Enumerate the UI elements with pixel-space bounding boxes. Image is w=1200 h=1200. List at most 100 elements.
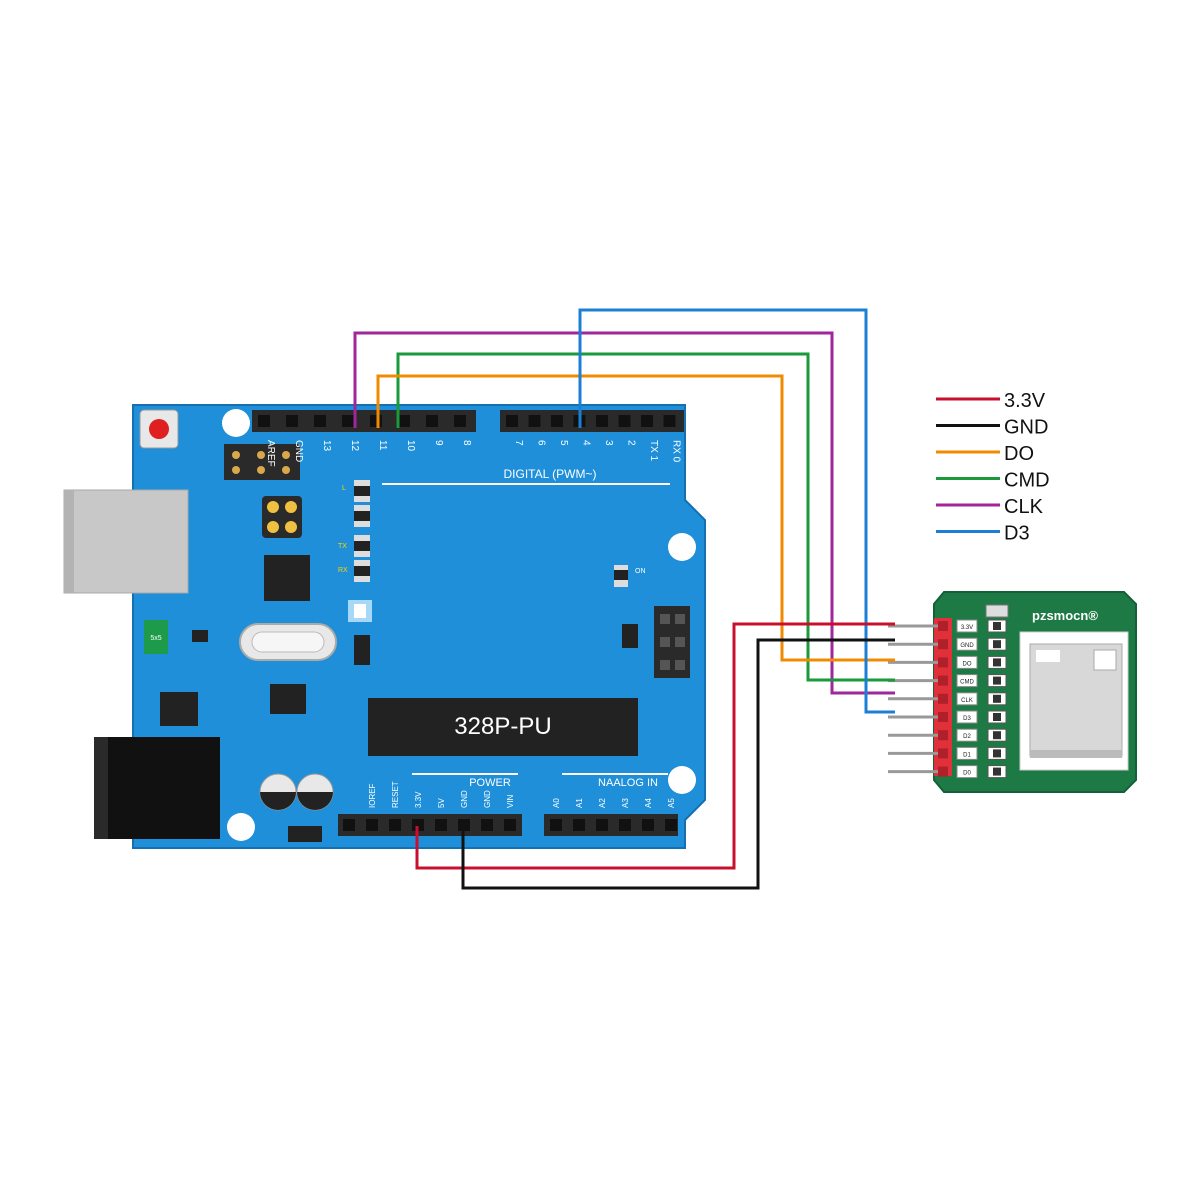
pin-label: 3.3V [414, 791, 423, 808]
chip-label: 328P-PU [454, 713, 551, 740]
arduino-uno-board: 5x5 L TX RX ON [63, 404, 706, 849]
header-socket [342, 415, 354, 427]
pin-label: AREF [265, 440, 276, 467]
header-socket [550, 819, 562, 831]
mounting-hole [222, 409, 250, 437]
pin-label-box [956, 637, 978, 651]
resistor-body [993, 676, 1001, 685]
mounting-hole [668, 766, 696, 794]
green-component: 5x5 [144, 620, 168, 654]
pin-label: TX 1 [648, 440, 659, 462]
pin-label: IOREF [368, 783, 377, 808]
resistor-body [993, 640, 1001, 649]
header-socket [596, 415, 608, 427]
digital-label: DIGITAL (PWM~) [504, 467, 597, 481]
pin-label: 11 [377, 440, 388, 451]
pin-label-box [956, 728, 978, 742]
header-socket [389, 819, 401, 831]
pin-label: 2 [626, 440, 637, 446]
usb-connector [63, 489, 189, 594]
on-led-label: ON [635, 568, 646, 575]
led-column: L TX RX [338, 480, 372, 665]
header-socket [642, 819, 654, 831]
pin-label-box [956, 674, 978, 688]
power-label: POWER [469, 777, 511, 789]
resistor-body [993, 694, 1001, 703]
pin-label: 13 [321, 440, 332, 452]
header-socket [286, 415, 298, 427]
pin-pad [938, 712, 948, 722]
pin-label: A5 [667, 798, 676, 808]
header-socket [506, 415, 518, 427]
on-led: ON [614, 565, 646, 587]
pin-label: GND [460, 790, 469, 808]
reset-button[interactable] [139, 409, 179, 449]
wires [353, 308, 895, 890]
regulator-chip [270, 684, 306, 714]
digital-header-left [252, 410, 476, 432]
diode [288, 826, 322, 842]
pin-pad [938, 693, 948, 704]
header-socket [343, 819, 355, 831]
icsp-header-usb [224, 444, 300, 480]
pin-label-box [956, 655, 978, 669]
pin-label: A4 [644, 798, 653, 808]
pin-label-box [956, 746, 978, 760]
header-socket [551, 415, 563, 427]
led-rx-label: RX [338, 567, 348, 574]
wire-3v3 [415, 622, 895, 870]
mounting-hole [668, 533, 696, 561]
resistor-body [993, 731, 1001, 740]
pin-label: VIN [506, 794, 515, 808]
module-pin-label: GND [960, 643, 974, 649]
module-pin-label: CLK [961, 698, 973, 704]
small-chip [622, 624, 638, 648]
module-pin-label: D0 [963, 771, 971, 777]
atmega-chip: 328P-PU [368, 698, 638, 756]
header-socket [528, 415, 541, 427]
header-socket [641, 415, 653, 427]
module-pin-label: D3 [963, 716, 971, 722]
pin-label: 9 [433, 440, 444, 446]
pin-pad [938, 621, 948, 631]
module-brand: pzsmocn® [1032, 608, 1098, 623]
module-led [985, 604, 1009, 618]
pin-label: A2 [598, 798, 607, 808]
header-socket [573, 819, 585, 831]
pin-pad [938, 639, 948, 650]
pin-label: 10 [405, 440, 416, 452]
header-socket [504, 819, 516, 831]
header-socket [596, 819, 608, 831]
pin-label: 5 [558, 440, 569, 446]
wire-clk [353, 331, 895, 695]
pin-label: A3 [621, 798, 630, 808]
pin-label: RESET [391, 781, 400, 808]
legend-label: CMD [1004, 470, 1050, 492]
legend-label: 3.3V [1004, 390, 1046, 412]
led-l-label: L [342, 485, 346, 492]
usb-connector-inner [64, 490, 74, 593]
module-pin-label: DO [963, 661, 972, 667]
resistor-body [993, 658, 1001, 667]
wire-gnd [461, 638, 895, 890]
pin-label: 8 [461, 440, 472, 446]
pin-label: 7 [513, 440, 524, 446]
pin-label: 3 [603, 440, 614, 446]
pin-pad [938, 730, 948, 741]
wire-d3 [578, 308, 895, 714]
header-socket [370, 415, 382, 427]
icsp-header [654, 606, 690, 678]
wire-do [376, 374, 895, 662]
legend-label: CLK [1004, 496, 1044, 518]
voltage-regulator [160, 692, 198, 726]
pin-pad [938, 748, 948, 759]
wire-cmd [396, 352, 895, 682]
analog-header [544, 814, 678, 836]
mounting-hole [227, 813, 255, 841]
header-socket [412, 819, 424, 831]
pin-label: 12 [349, 440, 360, 452]
pin-label: RX 0 [671, 440, 682, 463]
pin-pad [938, 766, 948, 777]
